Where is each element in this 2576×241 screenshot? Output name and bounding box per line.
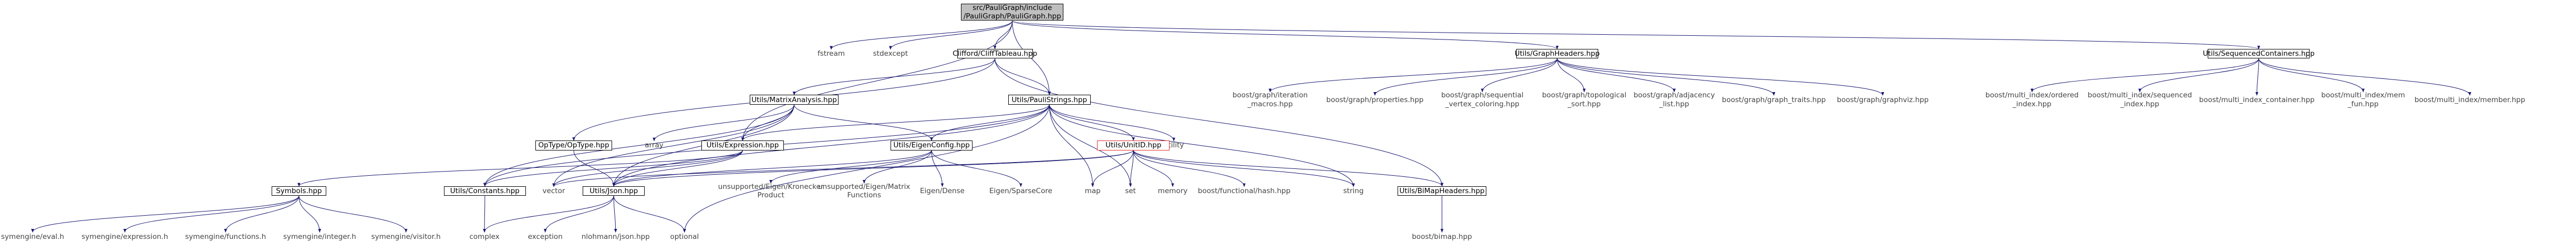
edge-symbols-to-se-eval [33, 196, 299, 232]
node-functional-hash: boost/functional/hash.hpp [1197, 187, 1291, 196]
node-eigen-sparsecore: Eigen/SparseCore [988, 187, 1054, 196]
edge-unitid-to-memory [1133, 150, 1173, 187]
edge-pauligraph-root-to-cliff-tableau [995, 21, 1012, 49]
edge-optype-to-json [574, 150, 614, 186]
edge-pauligraph-root-to-graph-headers [1012, 21, 1557, 49]
node-array: array [643, 141, 665, 150]
node-complex: complex [469, 232, 500, 241]
node-se-functions: symengine/functions.h [186, 232, 265, 241]
node-matrix-analysis[interactable]: Utils/MatrixAnalysis.hpp [750, 95, 839, 104]
edge-graph-headers-to-bgl-graph-traits [1557, 58, 1774, 95]
edge-symbols-to-se-visitor [299, 196, 406, 232]
node-nlohmann-json: nlohmann/json.hpp [582, 232, 650, 241]
node-se-integer: symengine/integer.h [284, 232, 355, 241]
edge-graph-headers-to-bgl-iteration-macros [1270, 58, 1557, 92]
edge-sequenced-containers-to-mi-sequenced-index [2140, 58, 2259, 92]
node-se-visitor: symengine/visitor.h [372, 232, 440, 241]
edge-sequenced-containers-to-mi-container [2257, 58, 2259, 95]
node-json[interactable]: Utils/Json.hpp [583, 186, 645, 196]
edge-json-to-exception [545, 196, 614, 232]
edge-cliff-tableau-to-pauli-strings [995, 58, 1050, 95]
edge-cliff-tableau-to-matrix-analysis [794, 58, 995, 95]
edge-unitid-to-string [1133, 150, 1353, 187]
node-sequenced-containers[interactable]: Utils/SequencedContainers.hpp [2208, 49, 2310, 58]
edge-pauli-strings-to-eigen-config [932, 105, 1049, 140]
node-bgl-properties: boost/graph/properties.hpp [1328, 95, 1422, 104]
edge-json-to-optional [614, 196, 685, 232]
node-cliff-tableau[interactable]: Clifford/CliffTableau.hpp [957, 49, 1033, 58]
node-mi-member: boost/multi_index/member.hpp [2414, 95, 2526, 104]
node-optional: optional [667, 232, 702, 241]
node-mi-sequenced-index: boost/multi_index/sequenced _index.hpp [2090, 92, 2190, 108]
edge-eigen-config-to-eigen-sparsecore [932, 150, 1021, 187]
node-bgl-graph-traits: boost/graph/graph_traits.hpp [1722, 95, 1825, 104]
edge-json-to-complex [484, 196, 614, 232]
edge-graph-headers-to-bgl-properties [1375, 58, 1557, 95]
edge-unitid-to-functional-hash [1133, 150, 1244, 187]
edge-pauli-strings-to-unitid [1049, 105, 1133, 140]
node-fstream: fstream [816, 49, 846, 58]
edge-expression-to-vector [554, 150, 743, 187]
node-bgl-adjacency-list: boost/graph/adjacency _list.hpp [1637, 92, 1711, 108]
node-vector: vector [541, 187, 566, 196]
node-eigen-config[interactable]: Utils/EigenConfig.hpp [891, 140, 973, 150]
node-map: map [1082, 187, 1104, 196]
node-pauli-strings[interactable]: Utils/PauliStrings.hpp [1008, 95, 1091, 104]
node-pauligraph-root: src/PauliGraph/include /PauliGraph/Pauli… [961, 4, 1063, 21]
edge-graph-headers-to-bgl-sequential-coloring [1482, 58, 1557, 92]
node-graph-headers[interactable]: Utils/GraphHeaders.hpp [1516, 49, 1599, 58]
edge-pauligraph-root-to-sequenced-containers [1012, 21, 2259, 49]
node-bimap-headers[interactable]: Utils/BiMapHeaders.hpp [1398, 186, 1486, 196]
edge-sequenced-containers-to-mi-member [2259, 58, 2470, 95]
edge-matrix-analysis-to-expression [743, 105, 794, 140]
edge-matrix-analysis-to-eigen-config [794, 105, 932, 140]
edge-pauli-strings-to-utility [1049, 105, 1174, 141]
node-se-eval: symengine/eval.h [3, 232, 63, 241]
edge-symbols-to-se-expression [125, 196, 299, 232]
edge-sequenced-containers-to-mi-ordered-index [2032, 58, 2259, 92]
node-symbols[interactable]: Symbols.hpp [272, 186, 326, 196]
edge-unitid-to-json [614, 150, 1133, 186]
node-expression[interactable]: Utils/Expression.hpp [701, 140, 784, 150]
node-bgl-iteration-macros: boost/graph/iteration _macros.hpp [1232, 92, 1308, 108]
edge-constants-to-complex [484, 196, 485, 232]
node-boost-bimap: boost/bimap.hpp [1410, 232, 1474, 241]
node-mi-ordered-index: boost/multi_index/ordered _index.hpp [1985, 92, 2079, 108]
node-bgl-sequential-coloring: boost/graph/sequential _vertex_coloring.… [1438, 92, 1527, 108]
edge-expression-to-symbols [299, 150, 743, 186]
edge-symbols-to-se-functions [225, 196, 299, 232]
edge-pauligraph-root-to-fstream [831, 21, 1012, 49]
node-bgl-graphviz: boost/graph/graphviz.hpp [1841, 95, 1925, 104]
node-constants[interactable]: Utils/Constants.hpp [444, 186, 526, 196]
node-optype[interactable]: OpType/OpType.hpp [535, 140, 612, 150]
edge-unitid-to-bimap-headers [1133, 150, 1442, 186]
node-string: string [1339, 187, 1368, 196]
node-unitid[interactable]: Utils/UnitID.hpp [1097, 140, 1170, 150]
edge-unitid-to-vector [554, 150, 1133, 187]
node-memory: memory [1156, 187, 1190, 196]
node-mi-mem-fun: boost/multi_index/mem _fun.hpp [2324, 92, 2402, 108]
edge-graph-headers-to-bgl-adjacency-list [1557, 58, 1674, 92]
edge-symbols-to-se-integer [299, 196, 319, 232]
edge-pauli-strings-to-map [1049, 105, 1092, 187]
node-se-expression: symengine/expression.h [83, 232, 167, 241]
node-exception: exception [526, 232, 564, 241]
edge-json-to-nlohmann-json [614, 196, 616, 232]
node-bgl-topological-sort: boost/graph/topological _sort.hpp [1545, 92, 1624, 108]
node-matrix-functions: unsupported/Eigen/Matrix Functions [823, 183, 906, 199]
node-set: set [1120, 187, 1141, 196]
node-kronecker-product: unsupported/Eigen/Kronecker Product [730, 183, 812, 199]
edge-graph-headers-to-bgl-graphviz [1557, 58, 1883, 95]
node-mi-container: boost/multi_index_container.hpp [2200, 95, 2314, 104]
node-eigen-dense: Eigen/Dense [919, 187, 965, 196]
node-stdexcept: stdexcept [872, 49, 909, 58]
